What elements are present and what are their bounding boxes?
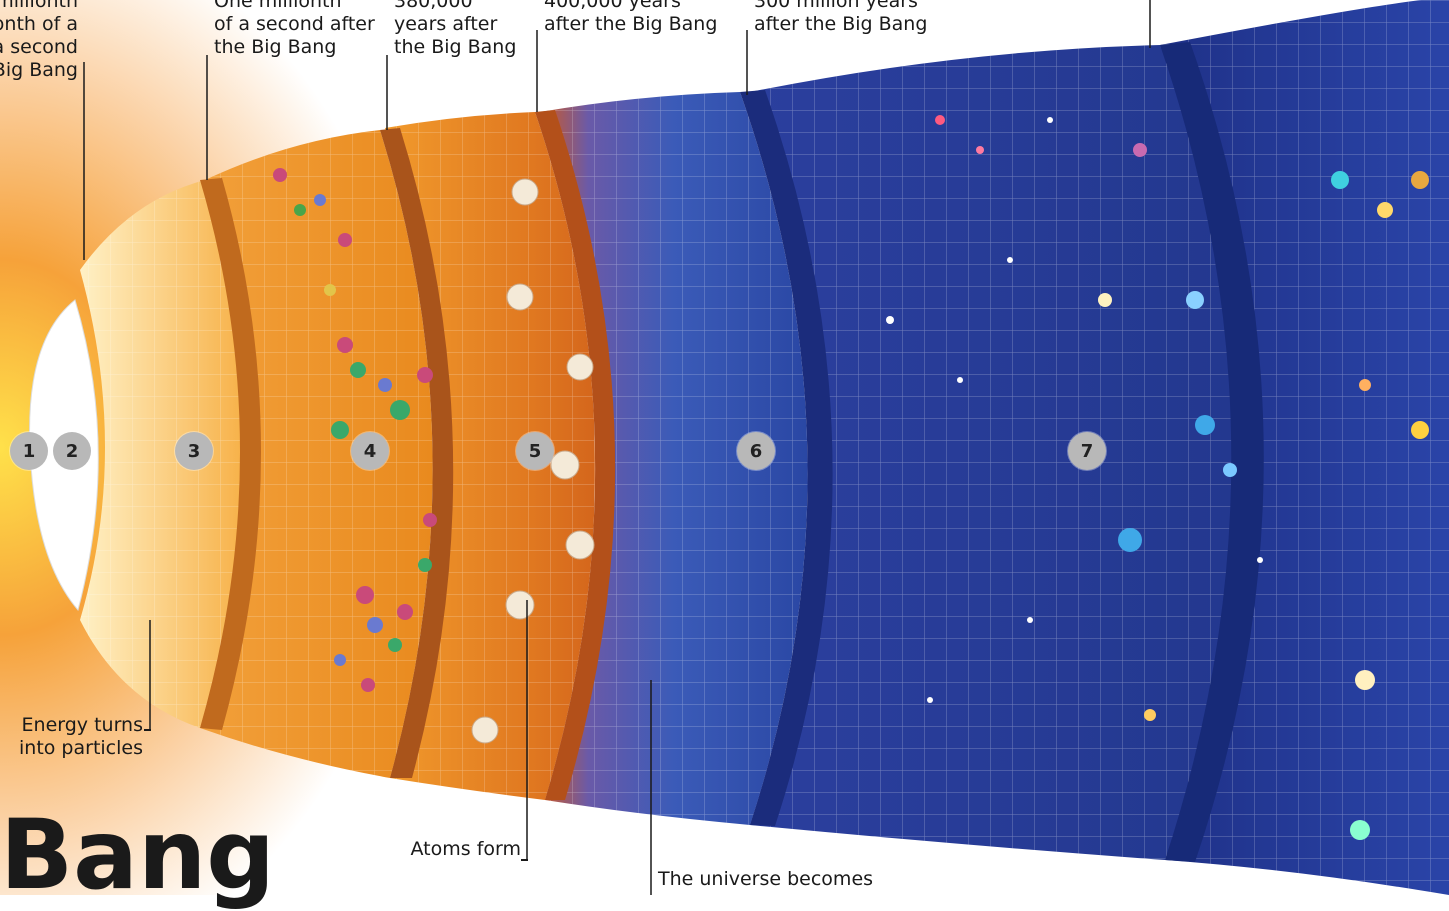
timeline-label-4: 400,000 years after the Big Bang (544, 0, 717, 36)
timeline-label-2-line: the Big Bang (214, 36, 337, 58)
leader-e2-tick (521, 859, 528, 861)
timeline-label-3-line: years after (394, 13, 498, 35)
timeline-label-2-line: One millionth (214, 0, 342, 12)
timeline-label-5-line: 300 million years (754, 0, 918, 12)
timeline-label-5: 300 million years after the Big Bang (754, 0, 927, 36)
event-label-atoms: Atoms form (380, 838, 521, 861)
stage-marker-6: 6 (737, 432, 775, 470)
event-label-line: Energy turns (21, 714, 143, 736)
star-field (886, 115, 1429, 840)
timeline-label-1-line: millionth (0, 0, 78, 12)
particle-cluster (273, 168, 437, 692)
timeline-label-2-line: of a second after (214, 13, 375, 35)
stage-marker-7: 7 (1068, 432, 1106, 470)
timeline-label-5-line: after the Big Bang (754, 13, 928, 35)
event-label-line: Atoms form (410, 838, 521, 860)
event-label-line: into particles (19, 737, 143, 759)
timeline-label-3-line: 380,000 (394, 0, 473, 12)
timeline-label-4-line: 400,000 years (544, 0, 681, 12)
event-label-universe: The universe becomes (658, 868, 873, 891)
timeline-label-4-line: after the Big Bang (544, 13, 718, 35)
event-label-energy: Energy turns into particles (10, 714, 143, 760)
stage-marker-4: 4 (351, 432, 389, 470)
stage-marker-2: 2 (53, 432, 91, 470)
stage-marker-5: 5 (516, 432, 554, 470)
timeline-label-3: 380,000 years after the Big Bang (394, 0, 516, 59)
timeline-label-1-line: onth of a (0, 13, 78, 35)
leader-e1-tick (144, 729, 151, 731)
timeline-label-2: One millionth of a second after the Big … (214, 0, 375, 59)
event-label-line: The universe becomes (658, 868, 874, 890)
page-title: Bang (0, 799, 276, 911)
timeline-label-1: millionth onth of a a second Big Bang (0, 0, 78, 82)
stage-marker-3: 3 (175, 432, 213, 470)
timeline-label-3-line: the Big Bang (394, 36, 517, 58)
timeline-label-1-line: a second (0, 36, 78, 58)
stage-marker-1: 1 (10, 432, 48, 470)
timeline-label-1-line: Big Bang (0, 59, 78, 81)
